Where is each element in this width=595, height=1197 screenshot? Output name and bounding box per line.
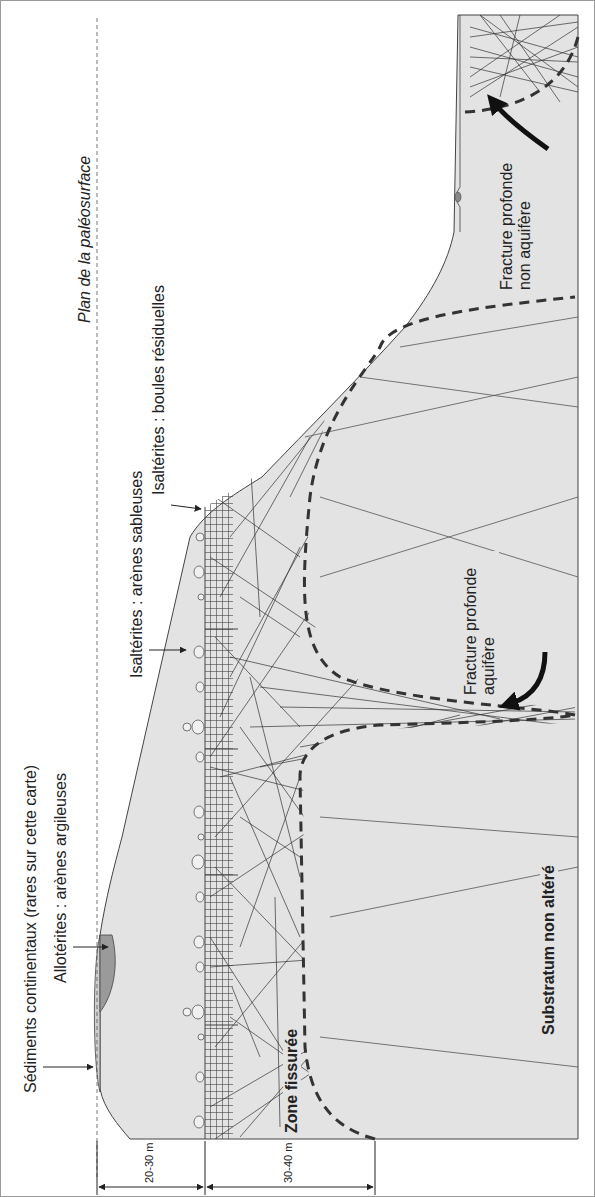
thick-arrow	[496, 105, 548, 149]
isalterite-label: Isaltérites : arènes sableuses	[128, 469, 146, 680]
dimension-lines	[97, 1141, 375, 1195]
fissured-base-line	[465, 37, 578, 112]
alloterite-label: Allotérites : arènes argileuses	[52, 771, 70, 985]
channel	[455, 192, 461, 202]
isalterite-label: Isaltérites : boules résiduelles	[150, 283, 168, 497]
fracture-label: Fracture profonde aquifère	[462, 551, 499, 697]
residual-boulders	[183, 533, 204, 1128]
fissured-base-line	[300, 297, 575, 1139]
zone-label: Zone fissurée	[283, 1027, 301, 1135]
substratum-label: Substratum non altéré	[540, 863, 558, 1037]
sediment-label: Sédiments continentaux (rares sur cette …	[22, 763, 40, 1095]
dimension-label: 20-30 m	[143, 1142, 156, 1184]
leader-arrows	[43, 505, 201, 1067]
fissured-top	[205, 507, 206, 1139]
deep-fractures	[305, 317, 578, 1067]
fissured-zone	[205, 377, 578, 1139]
paleosurface-line	[97, 15, 98, 1177]
fracture-label: Fracture profonde non aquifère	[498, 146, 535, 292]
dimension-label: 30-40 m	[282, 1142, 295, 1184]
ground	[100, 15, 578, 1139]
non-aquifer-fracture	[470, 15, 578, 102]
paleosurface-label: Plan de la paléosurface	[76, 154, 94, 325]
thick-arrow	[512, 652, 545, 703]
floodplain	[456, 15, 460, 232]
